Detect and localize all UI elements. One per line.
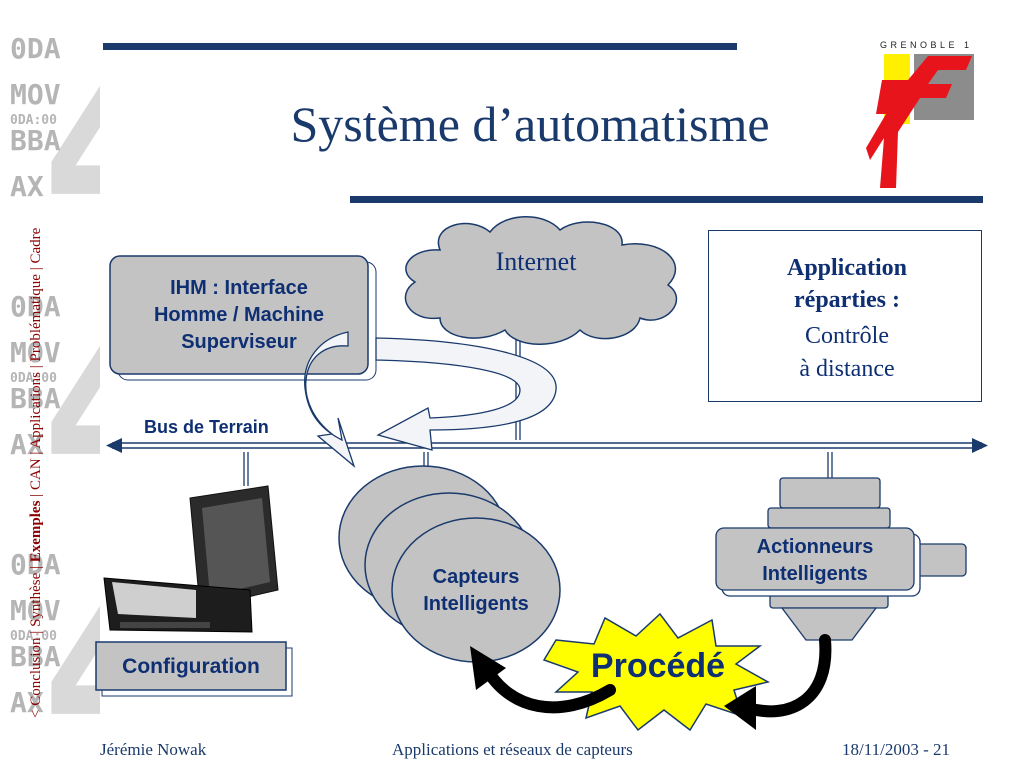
internet-cloud: Internet [404, 216, 678, 345]
side-nav-separator: | [28, 264, 44, 275]
configuration-label: Configuration [122, 655, 260, 678]
sensors-label-line2: Intelligents [423, 593, 529, 615]
bg-big-4: 4 [40, 18, 100, 285]
slide-title: Système d’automatisme [290, 96, 770, 152]
side-nav-separator: | [28, 362, 44, 373]
bg-glyph-text: MOV [10, 336, 61, 369]
header-rule-bottom [350, 196, 983, 203]
field-bus-line [106, 438, 988, 453]
ihm-label-line1: IHM : Interface [170, 277, 308, 299]
actuators-label-line2: Intelligents [762, 563, 868, 585]
footer-center: Applications et réseaux de capteurs [392, 740, 633, 759]
arrow-head-left [470, 646, 506, 690]
side-nav-item: Exemples [28, 500, 44, 562]
bg-glyph-text: 0DA [10, 32, 61, 65]
app-body-line1: Contrôle [805, 323, 889, 349]
sensors-stack: Capteurs Intelligents [338, 465, 567, 668]
bg-glyph-text: AX [10, 170, 44, 203]
university-logo [866, 54, 974, 188]
side-nav-item: Problématique [28, 274, 44, 362]
distributed-app-body: Contrôle à distance [742, 320, 952, 386]
side-nav-item: Conclusion [28, 637, 44, 706]
bg-glyph-text: 0DA [10, 290, 61, 323]
ihm-supervisor-box: IHM : Interface Homme / Machine Supervis… [109, 255, 377, 381]
bg-glyph-text: 0DA:00 [10, 113, 57, 128]
arrow-head-right [724, 686, 756, 730]
ihm-label-line2: Homme / Machine [154, 304, 324, 326]
bg-glyph-text: AX [10, 686, 44, 719]
internet-label: Internet [496, 247, 578, 276]
bg-glyph-text: 0DA [10, 548, 61, 581]
distributed-app-title: Application réparties : [742, 252, 952, 316]
side-navigation: < Conclusion | Synthèse | Exemples | CAN… [28, 227, 44, 718]
bg-big-4: 4 [40, 278, 100, 545]
bg-glyph-text: BBA [10, 124, 61, 157]
remote-access-arrows [304, 331, 557, 468]
configuration-box: Configuration [95, 641, 293, 697]
side-nav-item: Applications [28, 372, 44, 449]
side-nav-separator: | [28, 490, 44, 501]
side-nav-prefix: < [28, 706, 44, 718]
bg-glyph-text: BBA [10, 382, 61, 415]
bg-glyph-text: MOV [10, 78, 61, 111]
app-title-line2: réparties : [794, 287, 900, 313]
side-nav-separator: | [28, 627, 44, 638]
app-body-line2: à distance [799, 356, 895, 382]
bg-glyph-text: AX [10, 428, 44, 461]
bg-glyph-text: BBA [10, 640, 61, 673]
app-title-line1: Application [786, 255, 908, 281]
distributed-app-panel [708, 230, 982, 402]
actuator-machine: Actionneurs Intelligents [715, 477, 967, 641]
background-glyph-column: 4 4 4 0DAMOV0DA:00BBAAX0DAMOV0DA:00BBAAX… [10, 18, 100, 768]
field-bus-label: Bus de Terrain [144, 417, 269, 437]
process-flow-arrows [480, 634, 832, 718]
university-logo-text: GRENOBLE 1 [880, 40, 973, 50]
actuators-label-line1: Actionneurs [757, 536, 874, 558]
side-nav-text[interactable]: < Conclusion | Synthèse | Exemples | CAN… [28, 227, 44, 718]
ihm-label-line3: Superviseur [181, 331, 297, 353]
bg-big-4: 4 [40, 538, 100, 768]
bg-glyph-text: 0DA:00 [10, 371, 57, 386]
logo-red-mark [866, 56, 972, 188]
footer-author: Jérémie Nowak [100, 740, 207, 759]
side-nav-item: CAN [28, 458, 44, 490]
sensors-label-line1: Capteurs [433, 566, 520, 588]
laptop-icon [103, 485, 279, 633]
side-nav-separator: | [28, 449, 44, 459]
side-nav-separator: | [28, 562, 44, 573]
side-nav-item: Cadre [28, 227, 44, 263]
process-label: Procédé [591, 647, 725, 685]
bg-glyph-text: MOV [10, 594, 61, 627]
footer-date: 18/11/2003 - 21 [842, 740, 950, 759]
side-nav-item: Synthèse [28, 572, 44, 627]
bg-glyph-text: 0DA:00 [10, 629, 57, 644]
header-rule-top [103, 43, 737, 50]
